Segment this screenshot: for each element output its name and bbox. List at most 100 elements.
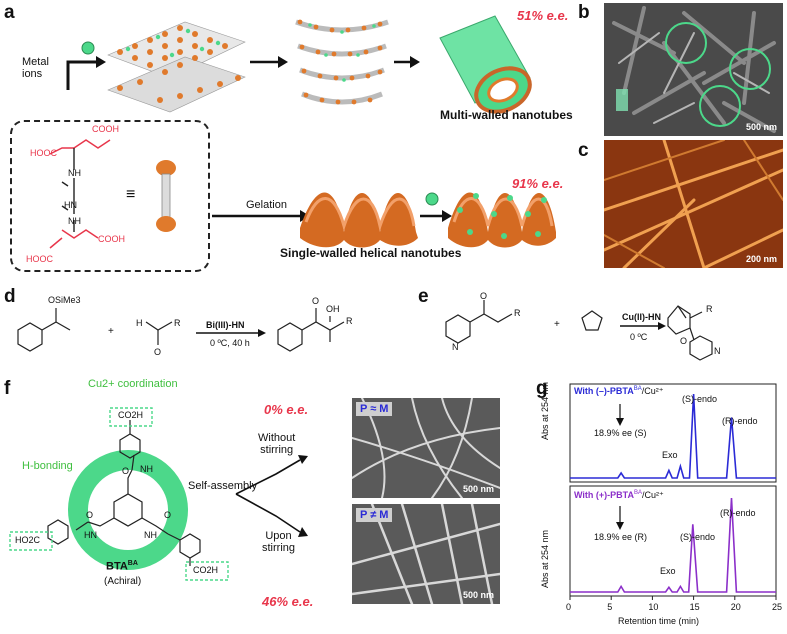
ee-91-label: 91% e.e. xyxy=(512,176,564,191)
top-plot-frame xyxy=(569,383,777,483)
metal-ion-bead-2 xyxy=(425,192,439,206)
mol-nh-2: NH xyxy=(68,216,81,226)
d-osime3: OSiMe3 xyxy=(48,295,81,305)
arrow-without-stirring xyxy=(235,459,301,495)
panel-e-letter: e xyxy=(418,286,429,307)
mol-nh-1: NH xyxy=(68,168,81,178)
g-top-with: With (–)-PBTABA/Cu²⁺ xyxy=(574,386,664,396)
metal-ion-bead xyxy=(81,41,95,55)
chromatogram-trace-bottom xyxy=(570,497,776,593)
mol-hooc-bottom: HOOC xyxy=(26,254,53,264)
curved-bilayers xyxy=(295,19,389,105)
g-bottom-ee: 18.9% ee (R) xyxy=(594,532,648,542)
molecule-box xyxy=(10,120,210,272)
bottom-plot-frame xyxy=(569,485,777,597)
d-h: H xyxy=(136,318,143,328)
co2h-right-box xyxy=(185,561,229,581)
gelation-label: Gelation xyxy=(246,199,287,211)
d-r2: R xyxy=(346,316,353,326)
entry-arrow xyxy=(66,60,96,90)
mol-hn: HN xyxy=(64,200,77,210)
o-label-1: O xyxy=(122,466,130,476)
e-r: R xyxy=(514,308,521,318)
p-neq-m-badge: P ≠ M xyxy=(356,508,393,522)
ho2c-left-box xyxy=(9,531,53,551)
panel-a-top-drawing xyxy=(66,19,420,113)
d-r: R xyxy=(174,318,181,328)
bilayer-sheet xyxy=(107,21,246,79)
co2h-top: CO2H xyxy=(118,410,144,420)
g-top-r-endo: (R)-endo xyxy=(722,416,758,426)
mol-equiv: ≡ xyxy=(126,186,136,203)
g-xtick-label: 15 xyxy=(689,602,700,612)
panel-e-scheme xyxy=(445,300,713,361)
d-o: O xyxy=(154,347,162,357)
sem-image-f-top: P ≈ M 500 nm xyxy=(352,398,500,498)
e-n: N xyxy=(452,342,459,352)
mol-hooc-left: HOOC xyxy=(30,148,57,158)
mol-cooh-bottom: COOH xyxy=(98,234,125,244)
e-o: O xyxy=(480,291,488,301)
panel-a-bottom-drawing xyxy=(212,192,556,248)
panel-d-scheme xyxy=(17,308,345,352)
co2h-top-box xyxy=(109,407,153,427)
metal-ions-label: Metal ions xyxy=(22,56,49,80)
multi-walled-nanotube-drawing xyxy=(439,15,532,114)
co2h-right: CO2H xyxy=(193,565,219,575)
g-xtick-label: 20 xyxy=(730,602,741,612)
ho2c-left: HO2C xyxy=(15,535,41,545)
e-r2: R xyxy=(706,304,713,314)
d-conditions: 0 ºC, 40 h xyxy=(210,338,250,348)
arrow-upon-stirring xyxy=(235,493,301,533)
self-assembly-label: Self-assembly xyxy=(188,480,258,492)
without-stirring-label: Without stirring xyxy=(258,432,296,456)
d-o2: O xyxy=(312,296,320,306)
o-label-2: O xyxy=(86,510,94,520)
g-xtick-label: 5 xyxy=(607,602,613,612)
scale-c: 200 nm xyxy=(745,254,777,264)
sem-image-b: 500 nm xyxy=(604,3,783,136)
e-catalyst: Cu(II)-HN xyxy=(622,312,661,322)
e-o2: O xyxy=(680,336,688,346)
e-plus: + xyxy=(554,319,560,330)
green-ring xyxy=(68,450,188,570)
g-xtick-label: 0 xyxy=(566,602,572,612)
g-bottom-with: With (+)-PBTABA/Cu²⁺ xyxy=(574,490,664,500)
bta-molecule-drawing xyxy=(9,407,308,581)
sem-image-f-bottom: P ≠ M 500 nm xyxy=(352,504,500,604)
helical-tube-2 xyxy=(448,192,556,248)
scale-f-bottom: 500 nm xyxy=(462,590,494,600)
chromatogram-trace-top xyxy=(570,393,776,479)
ee-46-label: 46% e.e. xyxy=(262,594,314,609)
g-xtick-label: 25 xyxy=(772,602,783,612)
molecule-drawing xyxy=(49,139,176,249)
helical-tube-1 xyxy=(300,192,418,248)
g-xtick-label: 10 xyxy=(648,602,659,612)
g-top-exo: Exo xyxy=(662,450,678,460)
ee-0-label: 0% e.e. xyxy=(264,402,309,417)
p-approx-m-badge: P ≈ M xyxy=(356,402,393,416)
achiral-label: (Achiral) xyxy=(104,576,142,587)
afm-image-c: 200 nm xyxy=(604,140,783,268)
e-n2: N xyxy=(714,346,721,356)
g-top-s-endo: (S)-endo xyxy=(682,394,718,404)
panel-f-letter: f xyxy=(4,378,11,399)
g-bottom-exo: Exo xyxy=(660,566,676,576)
g-bottom-s-endo: (S)-endo xyxy=(680,532,716,542)
cu-coordination-label: Cu2+ coordination xyxy=(88,378,178,390)
nh-label-2: NH xyxy=(144,530,157,540)
g-xlabel: Retention time (min) xyxy=(618,616,700,626)
panel-d-letter: d xyxy=(4,286,16,307)
nh-label-1: NH xyxy=(140,464,153,474)
single-walled-label: Single-walled helical nanotubes xyxy=(280,246,462,260)
bta-label: BTABA xyxy=(106,560,138,573)
e-conditions: 0 ºC xyxy=(630,332,648,342)
d-oh: OH xyxy=(326,304,340,314)
hn-label-3: HN xyxy=(84,530,97,540)
o-label-3: O xyxy=(164,510,172,520)
panel-b-letter: b xyxy=(578,2,590,23)
mol-cooh-top: COOH xyxy=(92,124,119,134)
scale-f-top: 500 nm xyxy=(462,484,494,494)
ee-51-label: 51% e.e. xyxy=(517,8,569,23)
d-catalyst: Bi(III)-HN xyxy=(206,320,245,330)
